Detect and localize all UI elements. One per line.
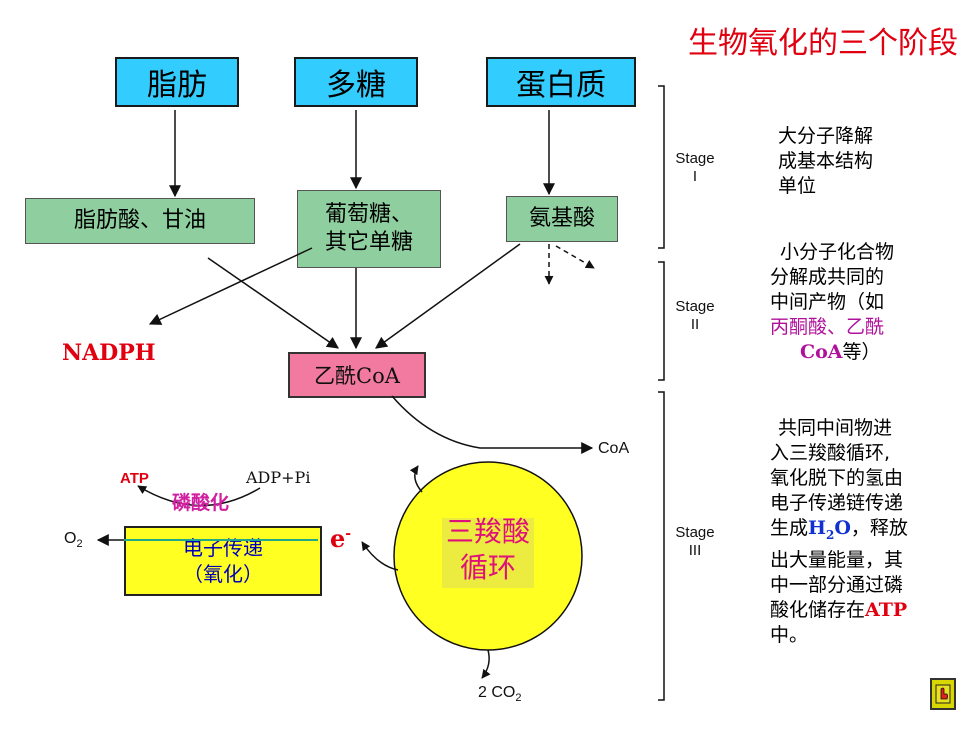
arrow-amino-to-acetyl <box>375 243 521 349</box>
arrow-acetyl-to-coa <box>391 395 594 454</box>
desc3-line1: 共同中间物进 <box>778 417 893 439</box>
fatty-acid-label: 脂肪酸、甘油 <box>73 208 206 233</box>
desc3-h: H <box>808 517 826 539</box>
arrow-amino-dashed-right <box>555 245 595 269</box>
o2-label: O2 <box>64 530 83 550</box>
electron-transport-box: 电子传递 （氧化） <box>124 526 322 596</box>
fat-box: 脂肪 <box>115 57 239 107</box>
arrow-fattyacid-to-acetyl <box>207 257 339 349</box>
desc3-line4: 电子传递链传递 <box>770 492 904 514</box>
desc1-line1: 大分子降解 <box>778 125 874 147</box>
stage-3-description: 共同中间物进 入三羧酸循环, 氧化脱下的氢由 电子传递链传递 生成H2O，释放 … <box>770 416 908 648</box>
arrow-to-electron <box>361 541 399 571</box>
hand-pointer-icon <box>935 684 951 704</box>
desc3-line5: 生成H2O，释放 <box>770 516 908 548</box>
protein-box: 蛋白质 <box>486 57 636 107</box>
arrow-to-co2 <box>481 649 491 679</box>
atp-label: ATP <box>120 470 149 487</box>
phosphorylation-label: 磷酸化 <box>172 492 230 514</box>
stage-3-bracket <box>658 391 665 701</box>
acetyl-coa-box: 乙酰CoA <box>288 352 426 398</box>
electron-label: e- <box>330 524 351 553</box>
stage-2-description: 小分子化合物 分解成共同的 中间产物（如 丙酮酸、乙酰 CoA等） <box>770 240 894 365</box>
desc2-line5: CoA等） <box>770 340 894 365</box>
cycle-direction-arrow <box>409 465 423 493</box>
o2-subscript: 2 <box>76 538 83 551</box>
electron-symbol: e <box>330 524 346 553</box>
stage-1-description: 大分子降解 成基本结构 单位 <box>778 124 873 199</box>
glucose-label-line2: 其它单糖 <box>324 230 413 255</box>
co2-label: 2 CO2 <box>478 684 521 704</box>
stage-3-number: III <box>688 542 702 559</box>
desc3-generate: 生成 <box>770 517 809 539</box>
desc2-line1: 小分子化合物 <box>780 241 895 263</box>
adp-label: ADP+Pi <box>246 468 311 487</box>
arrow-adp-to-atp <box>137 485 261 507</box>
glucose-label-line1: 葡萄糖、 <box>324 202 413 227</box>
desc3-sub2: 2 <box>825 527 835 542</box>
hand-pointer-button[interactable] <box>930 678 956 710</box>
arrow-glucose-to-nadph <box>148 247 313 325</box>
desc3-atp: ATP <box>865 598 908 621</box>
desc3-o: O <box>834 517 851 539</box>
polysaccharide-label: 多糖 <box>326 68 386 103</box>
amino-acid-label: 氨基酸 <box>528 206 595 231</box>
page-title: 生物氧化的三个阶段 <box>688 26 958 61</box>
stage-1-number: I <box>692 168 698 185</box>
desc1-line2: 成基本结构 <box>778 150 874 172</box>
coa-label: CoA <box>598 440 630 457</box>
stage-1-bracket <box>658 85 665 249</box>
co2-subscript: 2 <box>515 692 522 705</box>
stage-1-word: Stage <box>675 150 715 167</box>
desc2-line4: 丙酮酸、乙酰 <box>770 316 885 338</box>
acetyl-coa-label: 乙酰CoA <box>314 364 400 388</box>
fatty-acid-box: 脂肪酸、甘油 <box>25 198 255 244</box>
glucose-box: 葡萄糖、 其它单糖 <box>297 190 441 268</box>
desc3-release: ，释放 <box>850 517 908 539</box>
desc3-line2: 入三羧酸循环, <box>770 442 891 464</box>
desc3-line3: 氧化脱下的氢由 <box>770 467 904 489</box>
stage-3-word: Stage <box>675 524 715 541</box>
desc1-line3: 单位 <box>778 175 817 197</box>
fat-label: 脂肪 <box>147 68 207 103</box>
stage-2-word: Stage <box>675 298 715 315</box>
desc3-line9: 中。 <box>770 623 809 646</box>
desc2-line3: 中间产物（如 <box>770 291 885 313</box>
tca-label: 三羧酸 循环 <box>442 514 534 586</box>
protein-label: 蛋白质 <box>516 68 606 103</box>
desc3-line8: 酸化储存在ATP <box>770 598 908 623</box>
tca-label-backdrop <box>442 518 534 588</box>
desc3-line6: 出大量能量，其 <box>770 548 904 571</box>
co2-prefix: 2 CO <box>478 684 516 701</box>
desc3-store: 酸化储存在 <box>770 598 866 621</box>
nadph-label: NADPH <box>62 340 156 366</box>
desc2-etc: 等） <box>842 341 881 363</box>
etc-chain-line <box>124 539 318 541</box>
tca-label-line2: 循环 <box>459 551 516 584</box>
desc2-line2: 分解成共同的 <box>770 266 885 288</box>
desc2-coa: CoA <box>800 341 843 363</box>
stage-2-number: II <box>690 316 700 333</box>
o2-prefix: O <box>64 530 77 547</box>
tca-label-line1: 三羧酸 <box>445 515 530 548</box>
etc-label-line2: （氧化） <box>183 562 263 586</box>
polysaccharide-box: 多糖 <box>294 57 418 107</box>
amino-acid-box: 氨基酸 <box>506 196 618 242</box>
desc3-line7: 中一部分通过磷 <box>770 573 904 596</box>
electron-charge: - <box>345 526 352 542</box>
stage-2-bracket <box>658 261 665 381</box>
